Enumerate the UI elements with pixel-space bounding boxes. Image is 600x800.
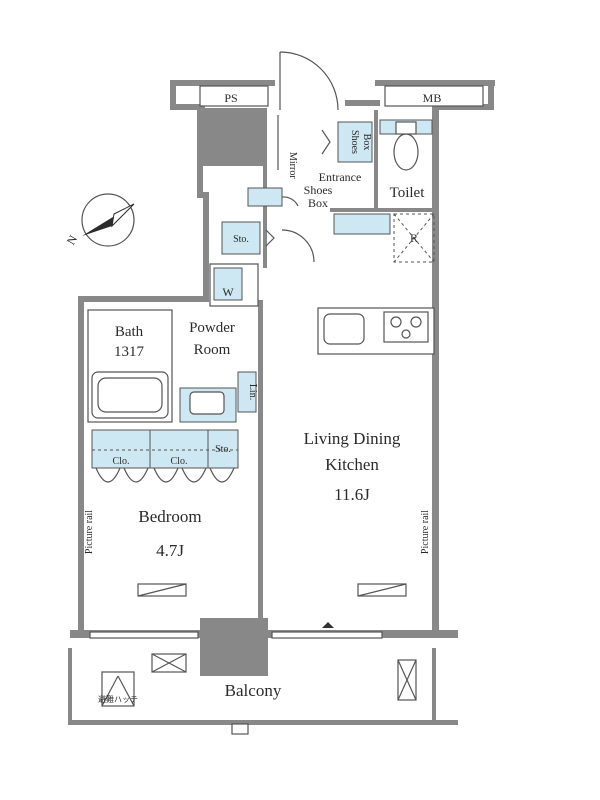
column	[200, 618, 268, 676]
toilet-label: Toilet	[390, 185, 426, 201]
bedroom-label: Bedroom	[138, 507, 201, 526]
toilet-fixture	[379, 119, 433, 171]
washer-label: W	[222, 285, 234, 299]
storage-2-label: Sto.	[215, 444, 231, 455]
sink	[323, 313, 365, 345]
closet-1-label: Clo.	[113, 456, 130, 467]
entrance-door	[279, 51, 339, 111]
hall-storage	[333, 213, 391, 235]
shoes-box-2	[247, 187, 283, 207]
powder-room-label-b: Room	[194, 342, 231, 358]
ldk-label-b: Kitchen	[325, 455, 379, 474]
drain	[231, 723, 249, 735]
escape-hatch	[101, 671, 135, 707]
refrigerator-label: R	[410, 231, 418, 245]
balcony-label: Balcony	[225, 681, 282, 700]
ldk-size: 11.6J	[334, 485, 370, 504]
stove	[383, 311, 429, 343]
picture-rail-left: Picture rail	[84, 510, 95, 554]
shoes-box-1-label-b: Box	[361, 134, 372, 151]
north-label: N	[64, 232, 81, 247]
linen-storage	[237, 371, 257, 413]
storage-2	[207, 429, 239, 469]
mb-label: MB	[423, 91, 442, 105]
ps-box	[199, 85, 269, 107]
mb-box	[384, 85, 484, 107]
bath-size: 1317	[114, 344, 145, 360]
mirror-label: Mirror	[287, 152, 298, 179]
closet-2-label: Clo.	[171, 456, 188, 467]
entrance-label: Entrance	[319, 170, 362, 184]
ps-label: PS	[224, 91, 237, 105]
bath-room	[87, 309, 173, 423]
refrigerator-space	[393, 213, 435, 263]
powder-room-label: Powder	[189, 320, 235, 336]
ldk-window	[271, 631, 383, 639]
pipe-shaft-block	[203, 108, 263, 166]
north-arrow	[81, 193, 135, 247]
escape-hatch-label: 避難ハッチ	[98, 694, 138, 704]
shoes-box-1	[337, 121, 373, 163]
ldk-label: Living Dining	[304, 429, 401, 448]
shoes-box-2-label-b: Box	[308, 196, 328, 210]
bedroom-window	[89, 631, 199, 639]
bedroom-size: 4.7J	[156, 541, 184, 560]
picture-rail-right: Picture rail	[420, 510, 431, 554]
storage-1-label: Sto.	[233, 234, 249, 245]
storage-1	[221, 221, 261, 255]
shoes-box-1-label: Shoes	[349, 130, 360, 154]
closet-2	[149, 429, 209, 469]
entry-marker	[322, 622, 334, 628]
linen-label: Lin.	[247, 384, 258, 400]
shoes-box-2-label: Shoes	[304, 183, 333, 197]
bath-label: Bath	[115, 324, 144, 340]
